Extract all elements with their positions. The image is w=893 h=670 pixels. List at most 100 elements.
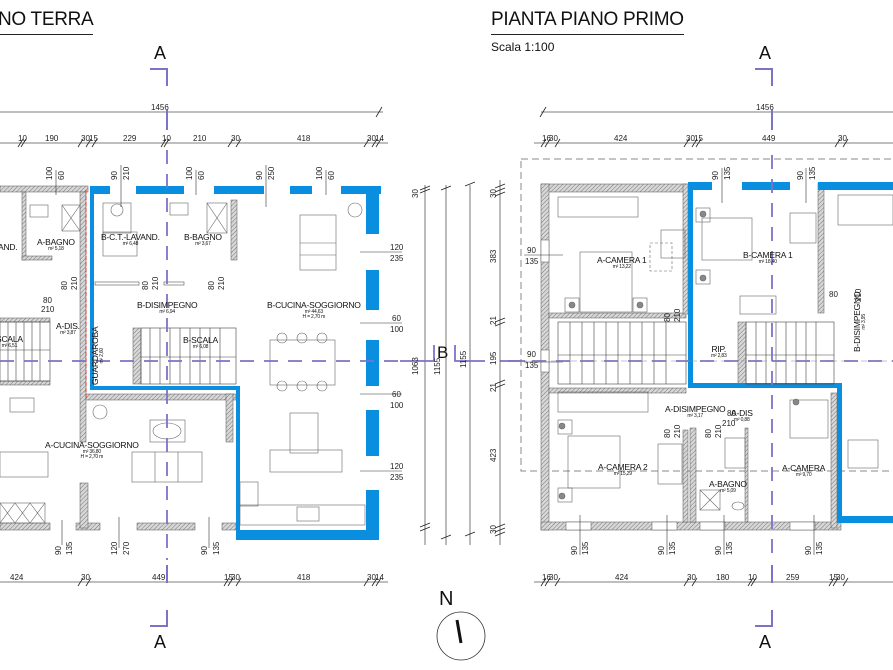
window-dim: 100: [45, 166, 54, 180]
dim: 229: [123, 134, 137, 143]
dim: 30: [231, 134, 240, 143]
dim: 30: [367, 573, 376, 582]
dim: 15: [224, 573, 233, 582]
room-a-dis: A-DIS.m² 3,87: [56, 321, 80, 336]
door-dim: 210: [217, 276, 226, 290]
dim: 16: [542, 134, 551, 143]
window-dim: 90: [804, 546, 813, 555]
dim: 30: [81, 134, 90, 143]
window-dim: 90: [527, 246, 536, 255]
dim: 449: [762, 134, 776, 143]
window-dim: 90: [527, 350, 536, 359]
door-dim: 210: [70, 276, 79, 290]
dim: 16: [542, 573, 551, 582]
window-dim: 90: [714, 546, 723, 555]
section-a-bottom-right: A: [759, 632, 772, 652]
window-dim: 250: [267, 166, 276, 180]
dim: 10: [748, 573, 757, 582]
door-dim: 210: [151, 276, 160, 290]
window-dim: 90: [657, 546, 666, 555]
window-dim: 100: [390, 401, 404, 410]
door-dim: 80: [43, 296, 52, 305]
scale-label: Scala 1:100: [491, 40, 555, 54]
dim: 10: [162, 134, 171, 143]
section-a-top-right: A: [759, 43, 772, 63]
door-dim: 80: [829, 290, 838, 299]
window-dim: 135: [815, 541, 824, 555]
door-dim: 210: [714, 424, 723, 438]
window-dim: 120: [390, 243, 404, 252]
dim: 15: [694, 134, 703, 143]
dim: 30: [687, 573, 696, 582]
vertical-dim: 423: [489, 448, 498, 462]
window-dim: 235: [390, 254, 404, 263]
north-arrow-icon: [437, 612, 485, 660]
window-dim: 90: [796, 171, 805, 180]
window-dim: 135: [581, 541, 590, 555]
window-dim: 60: [57, 171, 66, 180]
ground-floor-title: NO TERRA: [0, 9, 94, 35]
window-dim: 120: [110, 541, 119, 555]
window-dim: 60: [392, 314, 401, 323]
vertical-dim: 30: [489, 525, 498, 534]
room-b-ct-lavand: B-C.T.-LAVAND.m² 6,48: [101, 232, 160, 247]
room-rip: RIP.m² 2,83: [711, 344, 727, 359]
door-dim: 80: [60, 281, 69, 290]
window-dim: 135: [212, 541, 221, 555]
door-dim: 80: [141, 281, 150, 290]
vertical-dim: 195: [489, 351, 498, 365]
door-dim: 210: [673, 308, 682, 322]
window-dim: 135: [725, 541, 734, 555]
window-dim: 90: [110, 171, 119, 180]
window-dim: 90: [54, 546, 63, 555]
window-dim: 60: [327, 171, 336, 180]
window-dim: 135: [808, 166, 817, 180]
window-dim: 60: [392, 390, 401, 399]
dim: 15: [89, 134, 98, 143]
dim: 30: [549, 134, 558, 143]
door-dim: 210: [673, 424, 682, 438]
window-dim: 60: [197, 171, 206, 180]
window-dim: 270: [122, 541, 131, 555]
window-dim: 120: [390, 462, 404, 471]
dim: 15: [829, 573, 838, 582]
section-a-top-left: A: [154, 43, 167, 63]
dim: 259: [786, 573, 800, 582]
dim: 210: [193, 134, 207, 143]
vertical-dim: 1155: [459, 350, 468, 368]
window-dim: 100: [185, 166, 194, 180]
window-dim: 100: [390, 325, 404, 334]
dim: 424: [10, 573, 24, 582]
window-dim: 135: [525, 257, 539, 266]
window-dim: 135: [65, 541, 74, 555]
vertical-dim: 1155: [433, 357, 442, 375]
left-overall-width: 1456: [151, 103, 169, 112]
vertical-dim: 30: [489, 189, 498, 198]
first-floor-title: PIANTA PIANO PRIMO: [491, 9, 684, 35]
window-dim: 135: [525, 361, 539, 370]
window-dim: 100: [315, 166, 324, 180]
vertical-dim: 383: [489, 249, 498, 263]
dim: 449: [152, 573, 166, 582]
door-dim: 210: [41, 305, 55, 314]
dim: 180: [716, 573, 730, 582]
section-b-label: B: [437, 343, 449, 362]
dim: 424: [615, 573, 629, 582]
window-dim: 90: [200, 546, 209, 555]
dim: 14: [375, 134, 384, 143]
vertical-dim: 1063: [411, 357, 420, 375]
